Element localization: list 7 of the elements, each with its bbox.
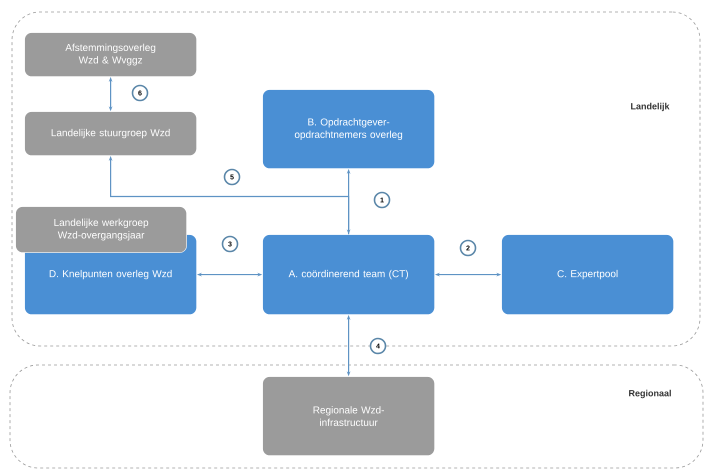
process-box: C. Expertpool: [501, 234, 674, 315]
process-box: Regionale Wzd-infrastructuur: [262, 376, 435, 456]
process-box: A. coördinerend team (CT): [262, 234, 435, 315]
process-box: Landelijke werkgroep Wzd-overgangsjaar: [15, 206, 187, 253]
process-box: Landelijke stuurgroep Wzd: [24, 111, 197, 156]
process-box: Afstemmingsoverleg Wzd & Wvggz: [24, 32, 197, 77]
process-box: B. Opdrachtgever-opdrachtnemers overleg: [262, 89, 435, 169]
